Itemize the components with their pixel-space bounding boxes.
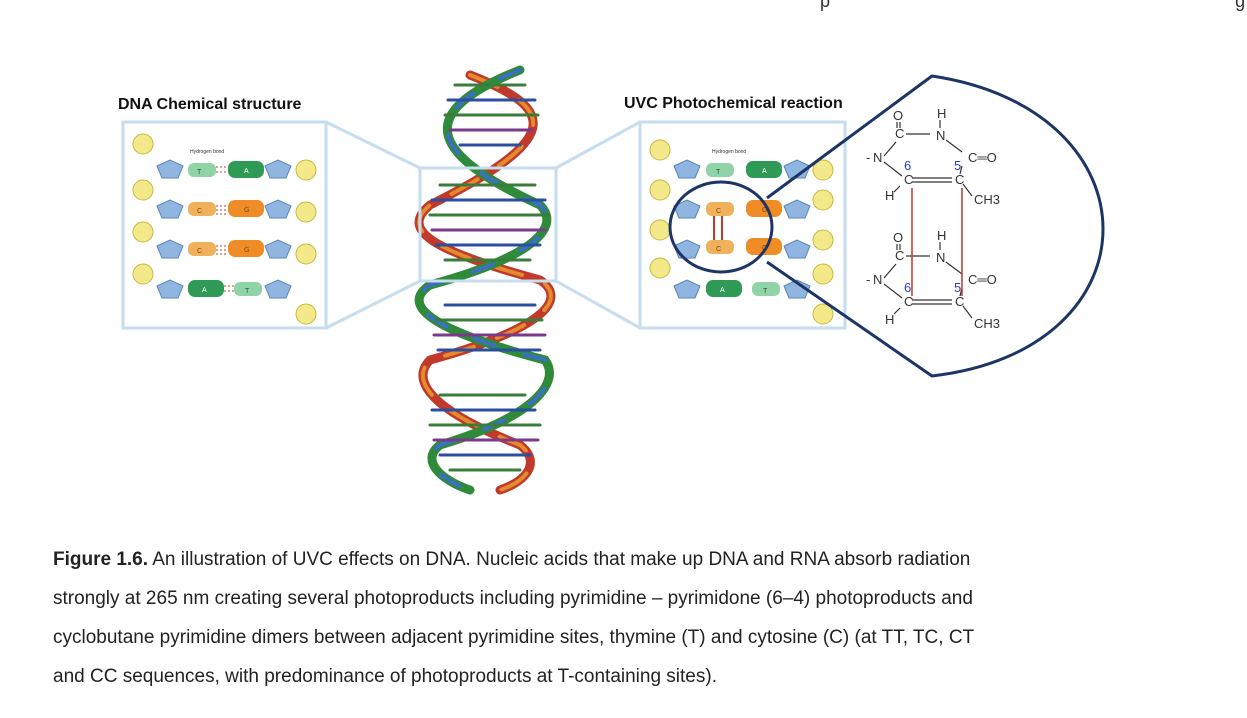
caption-label: Figure 1.6. [53, 549, 149, 570]
dna-figure: T A C G C G A T Hydrogen bond [121, 65, 1105, 495]
svg-text:6: 6 [904, 280, 911, 295]
right-panel-structure: T A C G C G A T Hydrogen bond [638, 120, 847, 330]
svg-text:-: - [866, 272, 870, 287]
left-base-C2: C [197, 248, 202, 255]
figure-caption: Figure 1.6. An illustration of UVC effec… [53, 540, 1163, 696]
svg-text:C: C [955, 172, 964, 187]
right-base-A2: A [720, 287, 725, 294]
svg-text:H: H [885, 188, 894, 203]
left-base-T: T [197, 169, 202, 176]
left-base-G: G [244, 207, 249, 214]
svg-text:N: N [936, 250, 945, 265]
svg-text:N: N [936, 128, 945, 143]
svg-text:CH3: CH3 [974, 316, 1000, 331]
svg-text:O: O [893, 230, 903, 245]
svg-text:C: C [895, 126, 904, 141]
svg-text:O: O [893, 108, 903, 123]
caption-line-2: strongly at 265 nm creating several phot… [53, 588, 973, 609]
left-base-G2: G [244, 247, 249, 254]
cyclobutane-dimer-structure: O H C N - N 6 5 C═O C C H CH3 [866, 106, 1000, 331]
left-base-C: C [197, 208, 202, 215]
caption-line-3: cyclobutane pyrimidine dimers between ad… [53, 627, 975, 648]
right-base-C2: C [716, 246, 721, 253]
left-base-A: A [244, 168, 249, 175]
helix-selection-box [325, 120, 641, 330]
svg-text:6: 6 [904, 158, 911, 173]
right-base-A: A [762, 168, 767, 175]
right-base-T2: T [763, 288, 768, 295]
dimer-highlight-circle [668, 180, 774, 274]
svg-text:5: 5 [954, 280, 961, 295]
caption-line-1-text: An illustration of UVC effects on DNA. N… [148, 549, 971, 570]
left-panel-structure: T A C G C G A T Hydrogen bond [121, 120, 328, 330]
svg-text:H: H [937, 106, 946, 121]
svg-text:C═O: C═O [968, 150, 997, 165]
svg-text:CH3: CH3 [974, 192, 1000, 207]
caption-line-1: Figure 1.6. An illustration of UVC effec… [53, 540, 1163, 579]
svg-text:C: C [904, 172, 913, 187]
svg-text:H: H [937, 228, 946, 243]
svg-text:C: C [895, 248, 904, 263]
zoom-callout [766, 74, 1105, 378]
right-hydrogen-bond-label: Hydrogen bond [712, 149, 746, 155]
left-base-T2: T [245, 288, 250, 295]
svg-text:-: - [866, 150, 870, 165]
right-base-G: G [762, 207, 767, 214]
svg-text:N: N [873, 272, 882, 287]
previous-text-fragment: p g [820, 0, 1246, 11]
svg-text:H: H [885, 312, 894, 327]
svg-text:N: N [873, 150, 882, 165]
svg-text:C: C [904, 294, 913, 309]
right-panel-title: UVC Photochemical reaction [624, 95, 843, 112]
svg-text:5: 5 [954, 158, 961, 173]
dna-double-helix [414, 65, 556, 495]
left-base-A2: A [202, 287, 207, 294]
left-panel-title: DNA Chemical structure [118, 96, 302, 113]
caption-line-4: and CC sequences, with predominance of p… [53, 666, 717, 687]
right-base-T: T [716, 169, 721, 176]
svg-text:C═O: C═O [968, 272, 997, 287]
right-base-C: C [716, 208, 721, 215]
left-hydrogen-bond-label: Hydrogen bond [190, 149, 224, 155]
svg-text:C: C [955, 294, 964, 309]
